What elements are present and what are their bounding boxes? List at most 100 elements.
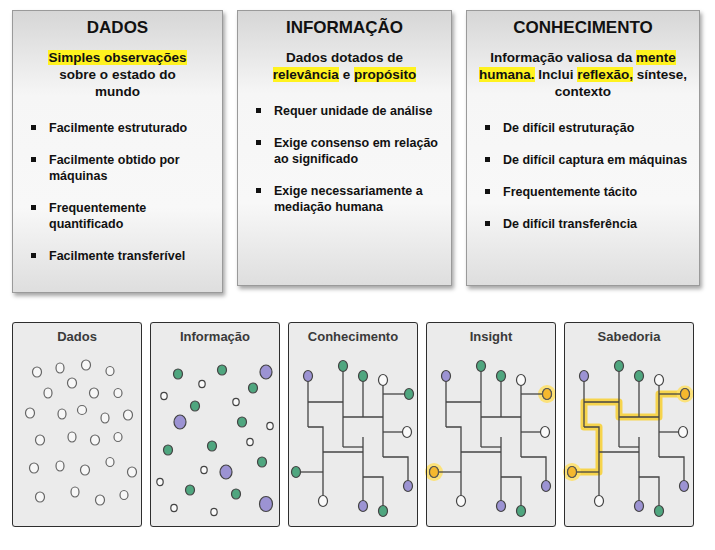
word: síntese, xyxy=(637,67,687,82)
panel-label: Informação xyxy=(151,323,279,345)
data-dot xyxy=(114,433,122,442)
word: Dados xyxy=(286,50,327,65)
word: do xyxy=(159,67,176,82)
insight-dot xyxy=(543,389,552,400)
information-dot xyxy=(247,438,253,445)
word: valiosa xyxy=(567,50,613,65)
stage-panel: Informação xyxy=(150,322,280,527)
highlighted-word: propósito xyxy=(354,67,416,82)
highlighted-word: mente xyxy=(636,50,676,65)
data-dot xyxy=(36,492,45,502)
data-dot xyxy=(68,378,77,388)
highlighted-word: relevância xyxy=(273,67,339,82)
highlighted-word: Simples xyxy=(48,50,100,65)
word xyxy=(327,50,331,65)
bullet-item: Exige necessariamente a mediação humana xyxy=(254,183,441,215)
insight-network xyxy=(430,361,552,517)
information-dot xyxy=(174,415,186,429)
panel-ground xyxy=(426,322,556,527)
information-dot xyxy=(201,466,207,473)
data-dot xyxy=(78,406,87,415)
data-dot xyxy=(36,435,45,445)
information-dot xyxy=(249,383,258,393)
word xyxy=(339,67,343,82)
stage-panel: Sabedoria xyxy=(564,322,694,527)
data-dot xyxy=(44,388,52,398)
data-dot xyxy=(82,360,91,370)
word: mundo xyxy=(95,84,140,99)
data-dot xyxy=(58,409,66,419)
data-dot xyxy=(26,408,35,418)
word: da xyxy=(616,50,632,65)
word xyxy=(563,50,567,65)
highlighted-word: humana. xyxy=(479,67,535,82)
word: e xyxy=(343,67,351,82)
stage-panel: Conhecimento xyxy=(288,322,418,527)
word: Inclui xyxy=(538,67,573,82)
word: Informação xyxy=(490,50,563,65)
data-dot xyxy=(33,367,42,377)
information-dot xyxy=(267,422,273,429)
panel-label: Sabedoria xyxy=(565,323,693,345)
knowledge-card: CONHECIMENTO Informação valiosa da mente … xyxy=(466,10,700,286)
information-dot xyxy=(157,478,163,485)
panel-label: Conhecimento xyxy=(289,323,417,345)
data-card: DADOSSimples observações sobre o estado … xyxy=(12,10,223,293)
data-dot xyxy=(81,465,90,475)
bullet-item: Facilmente transferível xyxy=(29,248,212,264)
word xyxy=(633,67,637,82)
wisdom-network xyxy=(568,361,690,517)
word xyxy=(613,50,617,65)
data-dot xyxy=(71,487,79,497)
information-dot xyxy=(218,365,227,375)
information-dot xyxy=(258,457,267,467)
card-definition: Informação valiosa da mente humana. Incl… xyxy=(477,49,689,100)
highlighted-word: reflexão, xyxy=(577,67,633,82)
information-dot xyxy=(186,485,195,495)
word xyxy=(108,67,112,82)
bullet-item: Facilmente obtido por máquinas xyxy=(29,152,212,184)
data-dot xyxy=(30,463,39,473)
knowledge-network xyxy=(292,361,414,517)
bullet-item: Requer unidade de análise xyxy=(254,103,441,119)
bullet-item: De difícil estruturação xyxy=(483,120,689,136)
data-dot xyxy=(128,467,137,477)
information-dots xyxy=(157,365,273,516)
stage-panel: Insight xyxy=(426,322,556,527)
information-dot xyxy=(233,398,239,405)
information-dot xyxy=(161,392,167,399)
word xyxy=(96,67,100,82)
word xyxy=(384,50,388,65)
word xyxy=(155,67,159,82)
panel-ground xyxy=(288,322,418,527)
data-dot xyxy=(106,458,114,467)
insight-dot xyxy=(430,467,439,478)
data-dot xyxy=(91,435,100,445)
card-definition: Dados dotados de relevância e propósito xyxy=(248,49,441,83)
bullet-item: Exige consenso em relação ao significado xyxy=(254,135,441,167)
information-dot xyxy=(208,441,217,451)
stage-panel: Dados xyxy=(12,322,142,527)
card-heading: CONHECIMENTO xyxy=(477,17,689,39)
wisdom-dot xyxy=(681,389,690,400)
information-dot xyxy=(211,508,217,515)
information-dot xyxy=(199,380,205,387)
data-dot xyxy=(101,413,109,423)
word: dotados xyxy=(331,50,384,65)
wisdom-dot xyxy=(568,467,577,478)
word: o xyxy=(100,67,108,82)
information-dot xyxy=(260,497,273,512)
information-dot xyxy=(220,465,232,479)
card-heading: INFORMAÇÃO xyxy=(248,17,441,39)
information-dot xyxy=(174,369,183,379)
data-dot xyxy=(120,491,128,500)
word: de xyxy=(387,50,403,65)
data-dot xyxy=(114,389,122,398)
panel-ground xyxy=(12,322,142,527)
bullet-item: De difícil transferência xyxy=(483,216,689,232)
information-dot xyxy=(171,504,177,511)
panel-label: Insight xyxy=(427,323,555,345)
information-card: INFORMAÇÃO Dados dotados de relevância e … xyxy=(237,10,452,286)
data-dot xyxy=(106,367,114,376)
information-dot xyxy=(164,445,173,455)
